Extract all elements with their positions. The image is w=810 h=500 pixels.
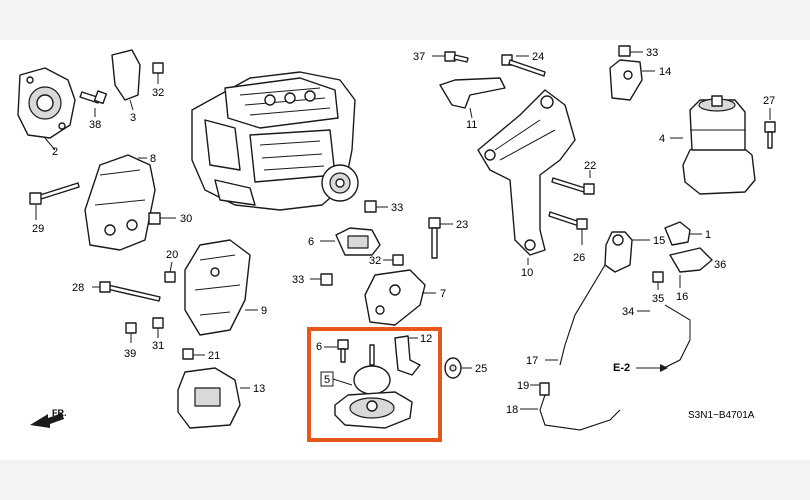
- callout-23: 23: [456, 219, 468, 231]
- part-22-bolt: 22: [551, 160, 596, 195]
- part-11-bracket: 11: [439, 77, 506, 131]
- callout-32-center: 32: [369, 255, 381, 267]
- part-15-solenoid-valve: 15: [604, 231, 665, 273]
- reference-e2: E-2: [613, 362, 668, 374]
- part-7-bracket: 7: [364, 269, 446, 326]
- callout-4: 4: [659, 133, 665, 145]
- callout-12: 12: [420, 333, 432, 345]
- callout-21: 21: [208, 350, 220, 362]
- part-13-mount: 13: [177, 367, 265, 429]
- callout-9: 9: [261, 305, 267, 317]
- highlighted-part-5-group: 6 12 5: [307, 327, 442, 442]
- callout-20: 20: [166, 249, 178, 261]
- part-26-bolt: 26: [548, 211, 588, 264]
- highlight-box: [307, 327, 442, 442]
- callout-38: 38: [89, 119, 101, 131]
- engine-assembly-illustration: [191, 71, 359, 211]
- callout-24: 24: [532, 51, 544, 63]
- part-10-bracket: 10: [477, 89, 576, 279]
- callout-10: 10: [521, 267, 533, 279]
- callout-28: 28: [72, 282, 84, 294]
- part-6-upper-damper: 6: [308, 227, 381, 256]
- part-16-bracket: 16: [669, 247, 713, 303]
- part-23-bolt: 23: [428, 217, 468, 259]
- callout-16: 16: [676, 291, 688, 303]
- callout-35: 35: [652, 293, 664, 305]
- callout-3: 3: [130, 112, 136, 124]
- part-14-bracket: 14: [609, 59, 671, 101]
- callout-8: 8: [150, 153, 156, 165]
- callout-22: 22: [584, 160, 596, 172]
- callout-6-lower: 6: [316, 341, 322, 353]
- part-24-bolt: 24: [501, 51, 546, 77]
- part-12-bracket: 12: [394, 333, 432, 376]
- callout-27: 27: [763, 95, 775, 107]
- part-31-nut: 31: [152, 317, 164, 352]
- part-38-bolt: 38: [79, 90, 108, 131]
- callout-14: 14: [659, 66, 671, 78]
- callout-18: 18: [506, 404, 518, 416]
- front-direction-arrow: FR.: [30, 408, 67, 428]
- part-36-bolt: 35 36: [652, 259, 726, 305]
- part-20-nut: 20: [164, 249, 178, 283]
- vacuum-hose-assembly: 34 17 19 18: [506, 264, 691, 431]
- reference-label: E-2: [613, 362, 630, 374]
- callout-11: 11: [466, 119, 477, 131]
- part-28-bolt: 28: [72, 281, 161, 302]
- callout-13: 13: [253, 383, 265, 395]
- callout-32-top: 32: [152, 87, 164, 99]
- part-37-bolt: 37: [413, 51, 469, 63]
- part-25-nut: 25: [444, 357, 487, 379]
- callout-34: 34: [622, 306, 634, 318]
- part-33-nut-center: 33: [364, 200, 403, 214]
- part-2-side-mount: 2: [17, 67, 76, 158]
- part-32-nut-center: 32: [369, 254, 404, 267]
- part-39-bolt: 39: [124, 322, 137, 360]
- part-9-bracket: 9: [184, 239, 267, 336]
- parts-diagram-sheet: 2 38 3 32 8 29 30: [0, 40, 810, 460]
- part-33-nut-top: 33: [618, 45, 658, 59]
- callout-33-top: 33: [646, 47, 658, 59]
- part-1-connector: 1: [664, 221, 711, 246]
- callout-30: 30: [180, 213, 192, 225]
- callout-26: 26: [573, 252, 585, 264]
- callout-36: 36: [714, 259, 726, 271]
- callout-33-lower: 33: [292, 274, 304, 286]
- callout-15: 15: [653, 235, 665, 247]
- part-27-bolt: 27: [763, 95, 776, 149]
- callout-5: 5: [324, 374, 330, 386]
- callout-2: 2: [52, 146, 58, 158]
- part-33-nut-lower: 33: [292, 273, 333, 286]
- part-5-engine-mount: 5: [320, 344, 413, 429]
- drawing-code: S3N1−B4701A: [688, 410, 755, 421]
- callout-33-center: 33: [391, 202, 403, 214]
- part-6-bolt: 6: [316, 339, 349, 363]
- callout-17: 17: [526, 355, 538, 367]
- callout-6-upper: 6: [308, 236, 314, 248]
- callout-19: 19: [517, 380, 529, 392]
- part-30-nut: 30: [148, 212, 192, 225]
- callout-1: 1: [705, 229, 711, 241]
- part-3-bracket: 3: [111, 49, 141, 124]
- engine-mount-parts-diagram: 2 38 3 32 8 29 30: [17, 45, 776, 442]
- callout-25: 25: [475, 363, 487, 375]
- callout-39: 39: [124, 348, 136, 360]
- part-4-mount: 4: [659, 95, 756, 195]
- callout-31: 31: [152, 340, 164, 352]
- part-29-bolt: 29: [29, 182, 80, 235]
- front-direction-label: FR.: [52, 408, 67, 418]
- part-21-bolt: 21: [182, 348, 220, 362]
- callout-37: 37: [413, 51, 425, 63]
- callout-7: 7: [440, 288, 446, 300]
- part-8-bracket: 8: [84, 153, 156, 251]
- part-32-nut: 32: [152, 62, 164, 99]
- callout-29: 29: [32, 223, 44, 235]
